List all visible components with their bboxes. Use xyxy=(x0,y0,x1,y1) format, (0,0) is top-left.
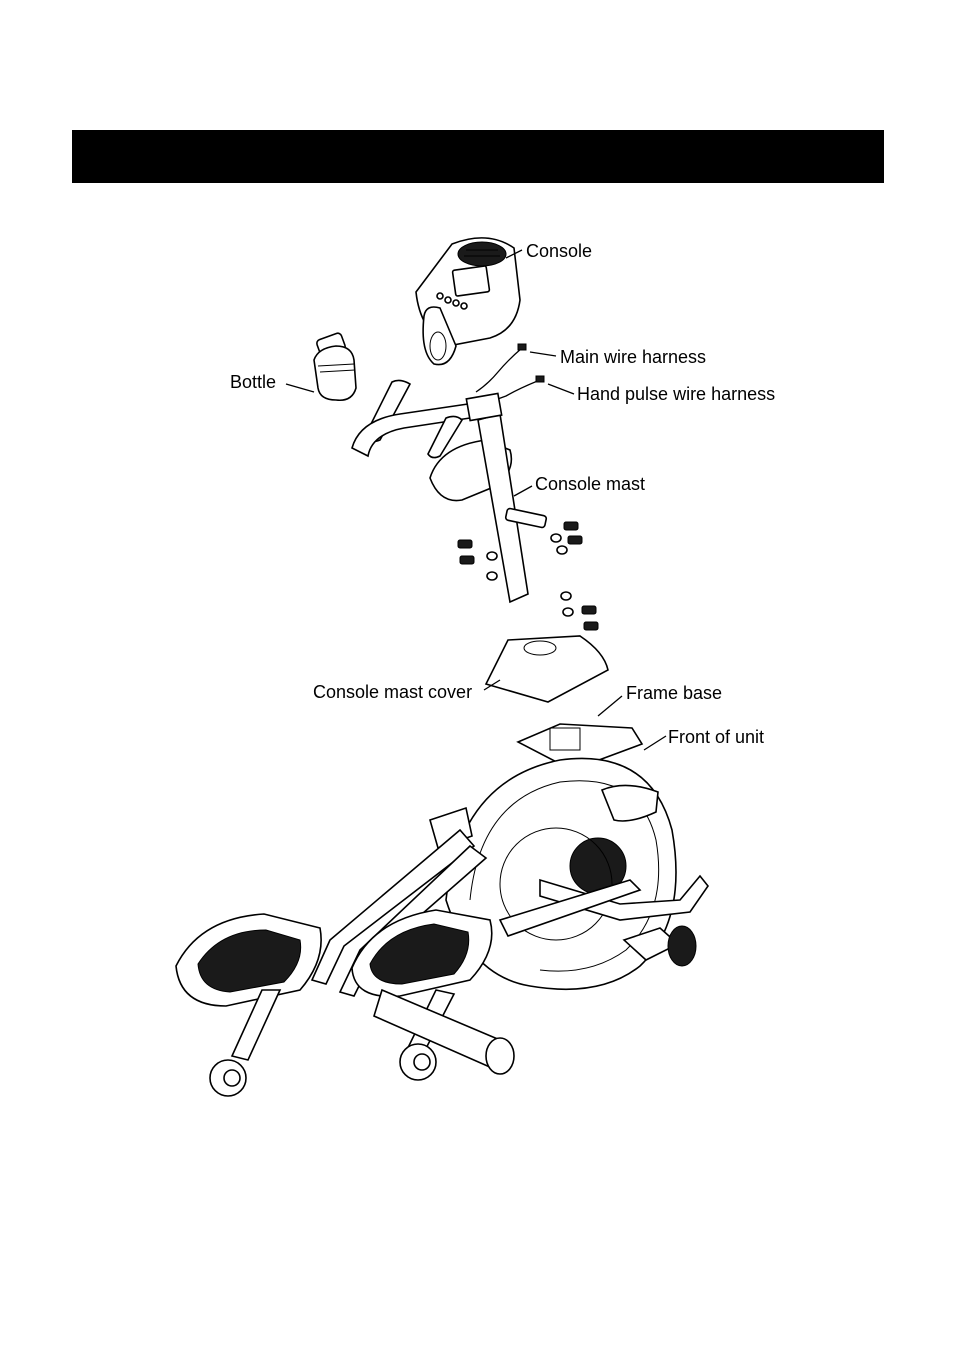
console-mast-assembly xyxy=(351,379,548,604)
label-console: Console xyxy=(526,241,592,261)
label-console-mast: Console mast xyxy=(535,474,645,494)
pedal-arms xyxy=(175,806,709,1097)
label-bottle: Bottle xyxy=(230,372,276,392)
bolts-and-washers xyxy=(457,521,599,631)
bottle-part xyxy=(313,332,357,402)
label-console-mast-cover: Console mast cover xyxy=(313,682,472,702)
frame-base-part xyxy=(445,723,677,991)
label-hand-pulse-wire-harness: Hand pulse wire harness xyxy=(577,384,775,404)
label-frame-base: Frame base xyxy=(626,683,722,703)
console-mast-cover-part xyxy=(484,635,609,703)
label-front-of-unit: Front of unit xyxy=(668,727,764,747)
console-part xyxy=(415,237,521,366)
label-main-wire-harness: Main wire harness xyxy=(560,347,706,367)
section-header-bar xyxy=(72,130,884,183)
leader-lines xyxy=(285,249,667,751)
